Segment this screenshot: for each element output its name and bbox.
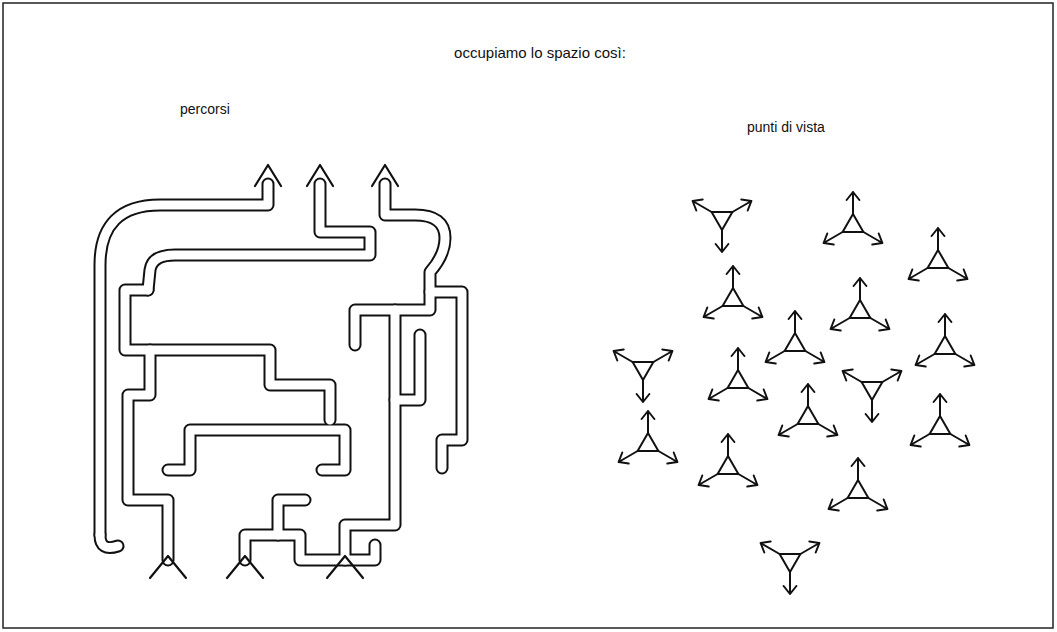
title: occupiamo lo spazio così: [454,44,626,61]
label: percorsi [180,101,230,117]
viewpoint-triangle [633,362,654,380]
path-arrows [255,165,398,186]
viewpoint-arrows [829,458,888,511]
viewpoint-triangle [862,382,883,400]
viewpoint-arrows [614,350,673,403]
viewpoint-arrows [911,394,970,447]
viewpoint-triangle [850,300,871,318]
viewpoint-arrows [766,311,825,364]
viewpoint-arrows [843,370,902,423]
label: punti di vista [747,119,825,135]
viewpoint-arrows [709,348,768,401]
frame-border [3,3,1053,628]
paths-inner [100,184,462,560]
viewpoint-triangle [930,416,951,434]
viewpoints [614,192,975,594]
viewpoint-arrows [704,266,763,319]
viewpoint-triangle [728,370,749,388]
viewpoint-triangle [935,336,956,354]
viewpoint-triangle [785,333,806,351]
viewpoint-triangle [638,433,659,451]
viewpoint-triangle [723,288,744,306]
viewpoint-triangle [718,456,739,474]
viewpoint-arrows [824,192,883,245]
viewpoint-arrows [619,411,678,464]
viewpoint-triangle [843,214,864,232]
viewpoint-arrows [761,542,820,595]
viewpoint-arrows [699,434,758,487]
paths-outline [100,184,462,560]
viewpoint-triangle [780,554,801,572]
viewpoint-triangle [848,480,869,498]
path-feet [150,556,363,578]
viewpoint-arrows [779,384,838,437]
viewpoint-triangle [928,250,949,268]
viewpoint-arrows [831,278,890,331]
viewpoint-arrows [693,200,752,253]
viewpoint-arrows [909,228,968,281]
viewpoint-arrows [916,314,975,367]
viewpoint-triangle [798,406,819,424]
viewpoint-triangle [712,212,733,230]
